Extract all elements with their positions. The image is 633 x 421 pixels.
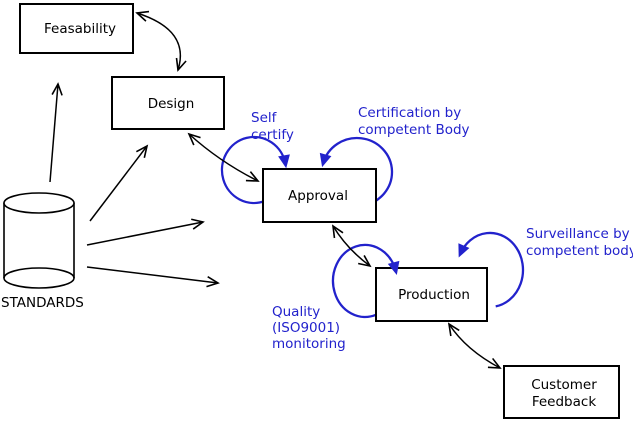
- node-design-label: Design: [148, 96, 195, 112]
- annotation-labels: Self certify Certification by competent …: [251, 105, 633, 352]
- flow-arrows: [49, 10, 502, 369]
- arrow-standards-feasability: [49, 82, 63, 183]
- arrow-approval-production: [331, 224, 372, 268]
- node-customer-feedback-label-line1: Customer: [531, 377, 597, 393]
- surveillance-arrowhead-icon: [458, 243, 470, 258]
- quality-arrowhead-icon: [387, 260, 400, 275]
- node-production-box: [375, 267, 488, 322]
- label-self-certify-line1: Self: [251, 110, 278, 126]
- node-design-box: [111, 76, 225, 130]
- process-nodes: [19, 3, 620, 419]
- arrow-design-approval: [187, 132, 260, 182]
- node-approval-label: Approval: [288, 188, 348, 204]
- arrow-standards-approval: [86, 218, 205, 246]
- label-quality-line2: (ISO9001): [272, 320, 340, 336]
- label-surveillance-line2: competent body: [526, 243, 633, 259]
- label-quality-line3: monitoring: [272, 336, 346, 352]
- cylinder-bottom-ellipse: [3, 267, 75, 289]
- standards-label: STANDARDS: [1, 295, 84, 311]
- arrow-feasability-design: [135, 10, 187, 72]
- self-certify-arrowhead-icon: [278, 154, 290, 169]
- arrow-standards-design: [89, 144, 149, 222]
- node-production-label: Production: [398, 287, 470, 303]
- arrow-standards-production: [86, 266, 220, 288]
- standards-datastore: [3, 192, 75, 289]
- loop-certification-competent-body: [322, 136, 394, 207]
- cylinder-top-ellipse: [3, 192, 75, 214]
- loop-surveillance-competent-body: [459, 231, 525, 308]
- node-approval-box: [262, 168, 377, 223]
- node-labels: Feasability Design Approval Production C…: [1, 21, 597, 410]
- label-self-certify-line2: certify: [251, 127, 294, 143]
- node-customer-feedback-label-line2: Feedback: [532, 394, 596, 410]
- arrow-production-customer-feedback: [447, 322, 502, 369]
- node-feasability-label: Feasability: [44, 21, 116, 37]
- certification-arrowhead-icon: [319, 152, 332, 168]
- node-feasability-box: [19, 3, 134, 54]
- label-quality-line1: Quality: [272, 304, 320, 320]
- node-customer-feedback-box: [503, 365, 620, 419]
- label-certification-line1: Certification by: [358, 105, 461, 121]
- label-surveillance-line1: Surveillance by: [526, 226, 630, 242]
- loop-arrowheads: [278, 152, 470, 275]
- label-certification-line2: competent Body: [358, 122, 470, 138]
